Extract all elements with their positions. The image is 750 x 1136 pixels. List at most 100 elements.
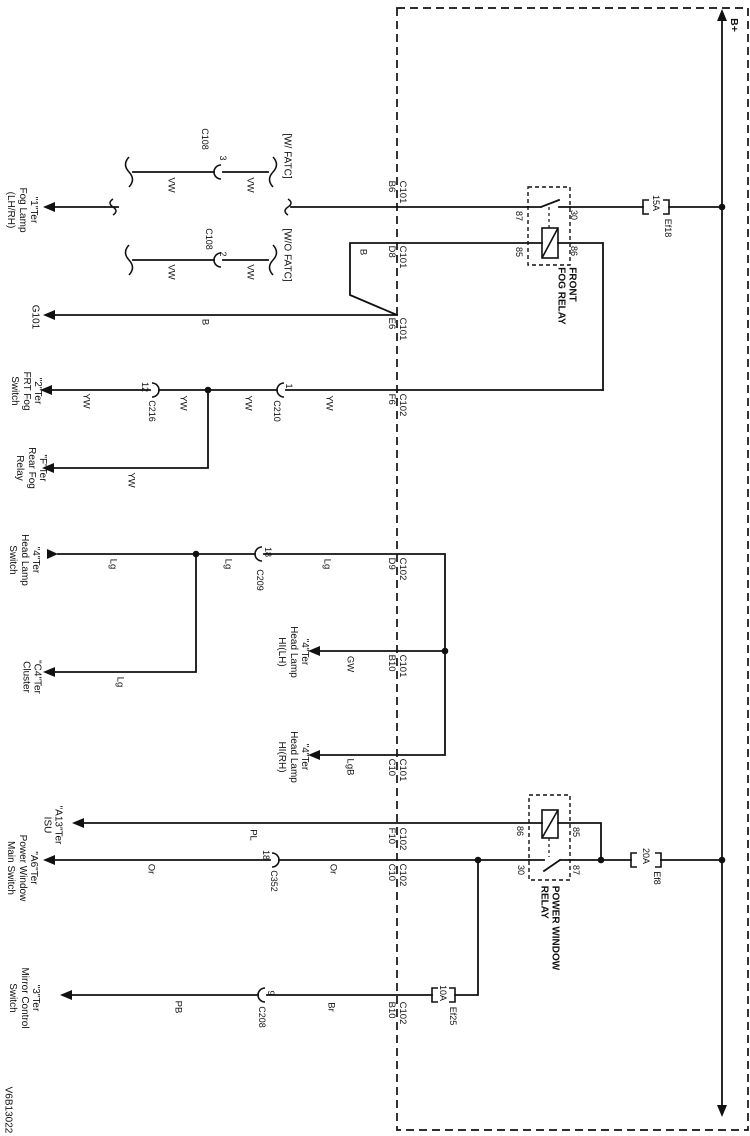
crossing-label-c102-c10: C102 C10 [386,863,408,887]
wire-color-label-vw: VW [165,177,177,193]
wire-color-label-b: B [357,248,369,256]
connector-c108-2-name: C108 [204,228,215,250]
frt-fog-switch-arrow [40,385,52,395]
power-window-relay-pin-30: 30 [516,864,527,876]
terminal-label-pw-main-switch: "A6"Ter Power Window Main Switch [5,834,40,902]
crossing-label-c102-f6: C102 F6 [386,393,408,417]
connector-c208-pin: 9 [266,990,277,996]
power-window-relay-pin-86: 86 [515,825,526,837]
relay-outlines [527,186,571,881]
connector-c352-name: C352 [269,870,280,892]
wire-color-label-pb: PB [172,1000,184,1014]
bplus-bottom-arrow [717,1105,727,1117]
connector-c210-symbol [276,382,285,398]
wire-color-label-lgb: LgB [344,758,356,776]
terminal-label-mirror-switch: "3"Ter Mirror Control Switch [7,967,42,1029]
terminal-label-head-lamp-switch: "4"Ter Head Lamp Switch [7,534,42,586]
wire-color-label-yw: YW [80,393,92,409]
terminal-label-frt-fog-switch: "2"Ter FRT Fog Switch [9,371,44,411]
bplus-top-arrow [717,9,727,21]
wire-color-label-vw: VW [244,177,256,193]
wire-color-label-gw: GW [344,655,356,673]
wire-color-label-b: B [199,318,211,326]
fuse-ef18-rating: 15A [651,194,662,212]
connector-c108-2-pin: 2 [218,251,229,257]
terminal-label-g101: G101 [29,304,41,330]
wire-color-label-or: Or [145,863,157,875]
terminal-label-cluster: "C4"Ter Cluster [20,660,43,694]
fuse-ef18-name: Ef18 [663,218,674,238]
connector-c209-pin: 18 [263,546,274,558]
wire-color-label-yw: YW [323,395,335,411]
fuse-ef25-symbol [431,987,456,1003]
power-window-relay-name: POWER WINDOW RELAY [538,885,561,971]
connector-c216-name: C216 [147,400,158,422]
front-fog-relay-name: FRONT FOG RELAY [555,267,578,325]
wire-color-label-lg: Lg [321,558,333,570]
power-window-relay-pin-87: 87 [571,864,582,876]
terminal-label-rear-fog-relay: "F"Ter Rear Fog Relay [14,447,49,489]
front-fog-relay-pin-85: 85 [514,246,525,258]
fuse-ef8-name: Ef8 [652,871,663,885]
wire-color-label-yw: YW [242,395,254,411]
front-fog-relay-pin-86: 86 [569,245,580,257]
connector-c108-3-pin: 3 [218,155,229,161]
crossing-label-c101-e6: C101 E6 [386,317,408,341]
connector-c352-symbol [271,852,280,868]
pw-main-switch-arrow [43,855,55,865]
head-lamp-hi-rh-arrow [308,750,320,760]
connector-c209-symbol [254,546,263,562]
crossing-label-c101-b6: C101 B6 [386,180,408,204]
front-fog-relay-pin-87: 87 [514,210,525,222]
connector-c209-name: C209 [255,569,266,591]
fuse-ef8-symbol [630,852,662,868]
option-label-wo-fatc: [W/O FATC] [281,228,293,282]
wire-color-label-br: Br [325,1002,337,1012]
bplus-label: B+ [727,18,740,32]
terminal-label-fog-lamp: "1"Ter Fog Lamp (LH/RH) [5,187,40,233]
head-lamp-switch-arrow [47,549,58,559]
crossing-label-c102-b10: C102 B10 [386,1001,408,1025]
connector-c108-2-symbol [213,252,222,268]
wires [51,19,723,1107]
wire-color-label-yw: YW [125,472,137,488]
connector-c208-symbol [257,987,266,1003]
connector-c210-name: C210 [272,400,283,422]
wire-color-label-lg: Lg [114,676,126,688]
wire-color-label-vw: VW [165,264,177,280]
connector-c216-pin: 12 [140,381,151,393]
front-fog-relay-pin-30: 30 [569,209,580,221]
wire-color-label-or: Or [327,863,339,875]
crossing-label-c101-b10: C101 B10 [386,654,408,678]
wire-color-label-lg: Lg [222,558,234,570]
cluster-arrow [43,667,55,677]
relay-coils [541,227,559,839]
wire-color-label-pl: PL [247,829,259,841]
isu-arrow [72,818,84,828]
wire-color-label-lg: Lg [107,558,119,570]
wire-color-label-yw: YW [177,395,189,411]
crossing-label-c102-d9: C102 D9 [386,557,408,581]
front-fog-relay-box [527,186,571,266]
harness-boundary-box [396,7,749,1131]
wire-color-label-vw: VW [244,264,256,280]
connector-c210-pin: 1 [284,383,295,389]
fog-lamp-arrow [43,202,55,212]
connector-symbols [151,164,285,1003]
option-label-w-fatc: [W/ FATC] [281,133,293,179]
head-lamp-hi-lh-arrow [308,646,320,656]
fuse-symbols [431,199,670,1003]
junction-dots [192,203,726,864]
diagram-id-label: V6B13022 [2,1086,14,1134]
option-braces [109,156,292,276]
fuse-ef25-rating: 10A [438,984,449,1002]
terminal-label-head-lamp-hi-rh: "4"Ter Head Lamp HI(RH) [276,731,311,783]
crossing-label-c101-d8: C101 D8 [386,245,408,269]
crossing-label-c102-f10: C102 F10 [386,827,408,851]
connector-c108-3-symbol [213,164,222,180]
connector-c108-3-name: C108 [200,128,211,150]
g101-arrow [43,310,55,320]
connector-c208-name: C208 [257,1006,268,1028]
